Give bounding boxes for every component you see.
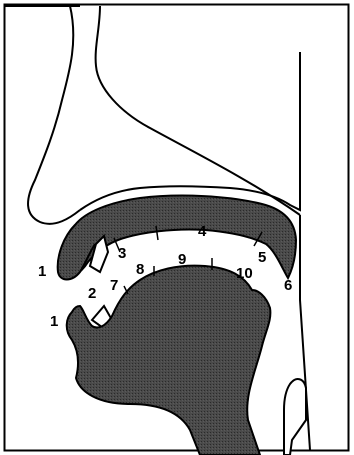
nasal-cavity-outline [80, 52, 300, 210]
label-tongue-blade: 8 [136, 261, 144, 278]
label-alveolar-ridge: 3 [118, 245, 126, 262]
label-velum: 5 [258, 249, 266, 266]
nasal-roof-outline [96, 6, 300, 215]
label-uvula: 6 [284, 277, 292, 294]
label-tongue-back: 10 [236, 265, 253, 282]
label-tongue-front: 9 [178, 251, 186, 268]
face-profile-outline [28, 6, 80, 224]
tongue-and-jaw-shaded-area [67, 266, 271, 455]
label-tongue-tip: 7 [110, 277, 118, 294]
label-hard-palate: 4 [198, 223, 207, 240]
label-teeth: 2 [88, 285, 96, 302]
epiglottis [284, 379, 306, 455]
label-lower-lip: 1 [50, 313, 58, 330]
label-upper-lip: 1 [38, 263, 46, 280]
